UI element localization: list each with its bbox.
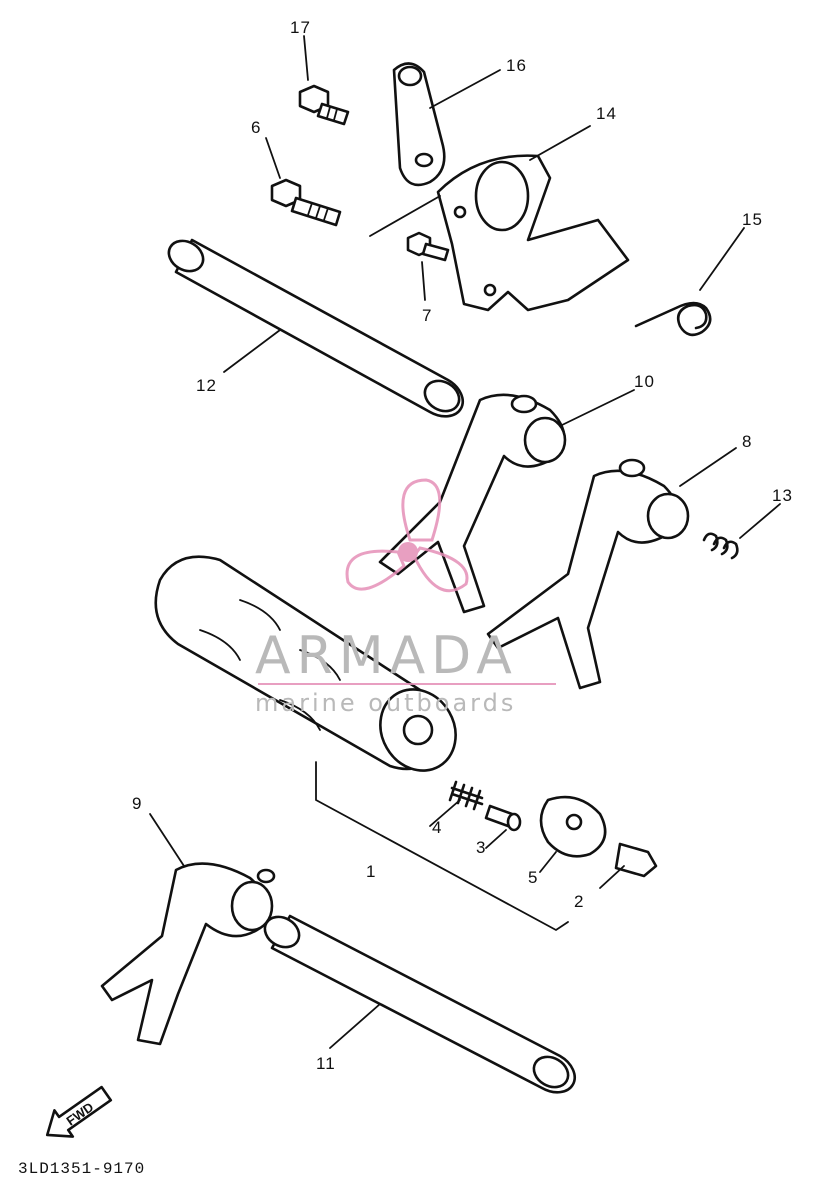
fwd-arrow-icon: FWD [45, 1085, 113, 1138]
part-label-2: 2 [574, 892, 585, 911]
part-3-pin [484, 804, 522, 832]
part-15-spring [634, 301, 712, 337]
part-12-shift-rod [167, 238, 464, 418]
part-label-4: 4 [432, 818, 443, 837]
part-label-6: 6 [251, 118, 262, 137]
part-label-11: 11 [316, 1054, 336, 1073]
armada-propeller-logo [258, 478, 556, 685]
part-14-bracket [436, 154, 630, 312]
part-1-shift-drum [154, 555, 457, 772]
part-label-8: 8 [742, 432, 753, 451]
part-7-bolt [406, 231, 450, 262]
part-label-14: 14 [596, 104, 617, 123]
part-17-bolt [298, 84, 350, 126]
part-13-spring [702, 532, 739, 560]
part-label-15: 15 [742, 210, 763, 229]
part-16-lever [392, 62, 446, 187]
part-label-10: 10 [634, 372, 655, 391]
part-label-3: 3 [476, 838, 487, 857]
leader-lines [149, 35, 781, 1049]
part-label-1: 1 [366, 862, 377, 881]
part-5-stopper-plate [539, 795, 607, 858]
part-label-16: 16 [506, 56, 527, 75]
part-6-bolt [270, 178, 342, 227]
part-label-5: 5 [528, 868, 539, 887]
part-label-12: 12 [196, 376, 217, 395]
diagram-code: 3LD1351-9170 [18, 1160, 146, 1178]
part-2-screw [614, 842, 658, 878]
part-4-spring [448, 780, 484, 811]
part-label-13: 13 [772, 486, 793, 505]
part-9-shift-fork [100, 862, 276, 1046]
part-11-shift-rod [263, 914, 576, 1094]
part-label-9: 9 [132, 794, 143, 813]
part-label-7: 7 [422, 306, 433, 325]
part-label-17: 17 [290, 18, 311, 37]
part-10-shift-fork [378, 393, 567, 614]
part-8-shift-fork [486, 458, 690, 690]
